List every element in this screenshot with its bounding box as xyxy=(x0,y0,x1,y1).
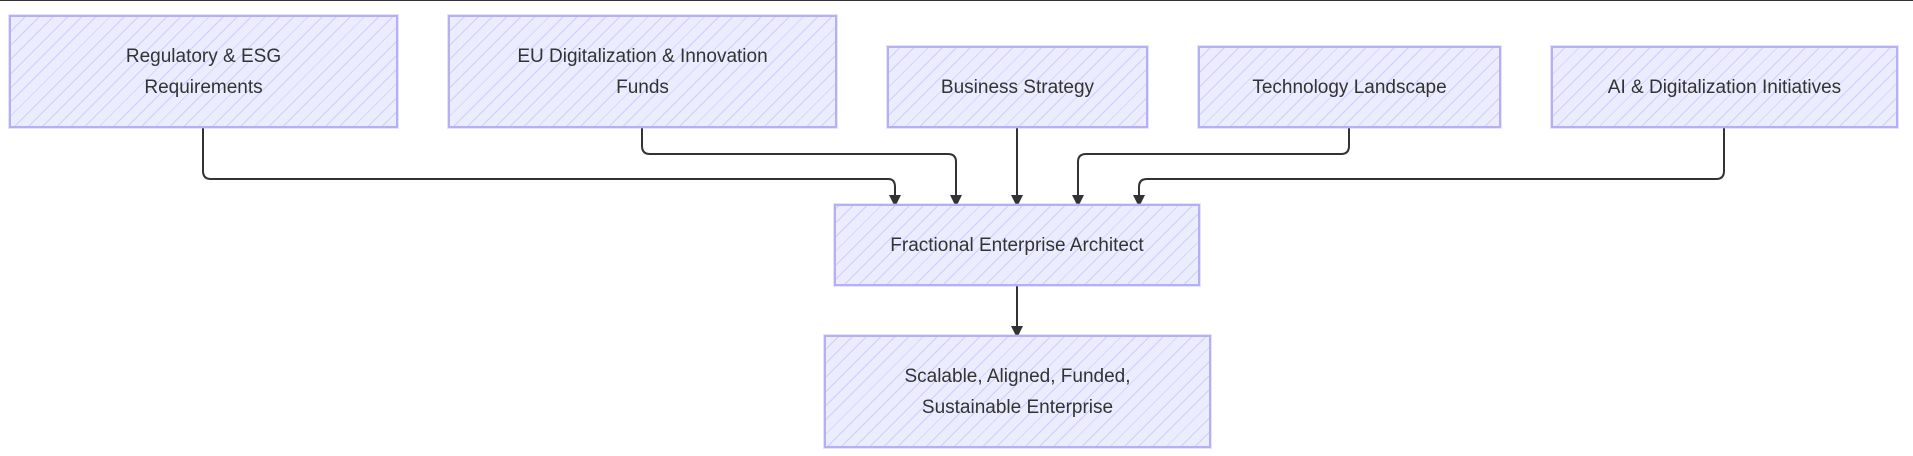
node-label: Fractional Enterprise Architect xyxy=(890,234,1144,256)
node-label: Scalable, Aligned, Funded, Sustainable E… xyxy=(876,361,1158,423)
edge-technology-to-architect xyxy=(1072,128,1350,207)
node-eu-digitalization-innovation-funds: EU Digitalization & Innovation Funds xyxy=(448,15,837,128)
node-label: Technology Landscape xyxy=(1252,76,1447,98)
node-label-line: Sustainable Enterprise xyxy=(921,396,1114,418)
edge-eu-funds-to-architect xyxy=(641,128,962,207)
node-sustainable-enterprise-outcome: Scalable, Aligned, Funded, Sustainable E… xyxy=(824,335,1211,448)
node-regulatory-esg-requirements: Regulatory & ESG Requirements xyxy=(9,15,398,128)
node-label-line: Scalable, Aligned, Funded, xyxy=(904,365,1131,387)
node-fractional-enterprise-architect: Fractional Enterprise Architect xyxy=(834,204,1200,286)
node-label-line: Regulatory & ESG xyxy=(125,45,282,67)
node-label-line: Requirements xyxy=(144,76,263,98)
node-label: AI & Digitalization Initiatives xyxy=(1607,76,1842,98)
node-business-strategy: Business Strategy xyxy=(887,46,1148,128)
node-label-line: EU Digitalization & Innovation xyxy=(517,45,768,67)
node-label-line: Funds xyxy=(616,76,669,98)
node-label: Business Strategy xyxy=(940,76,1095,98)
node-label: EU Digitalization & Innovation Funds xyxy=(489,41,795,103)
node-label: Regulatory & ESG Requirements xyxy=(98,41,309,103)
edge-ai-to-architect xyxy=(1133,128,1725,207)
node-technology-landscape: Technology Landscape xyxy=(1198,46,1501,128)
node-ai-digitalization-initiatives: AI & Digitalization Initiatives xyxy=(1551,46,1898,128)
edge-regulatory-to-architect xyxy=(202,128,901,207)
